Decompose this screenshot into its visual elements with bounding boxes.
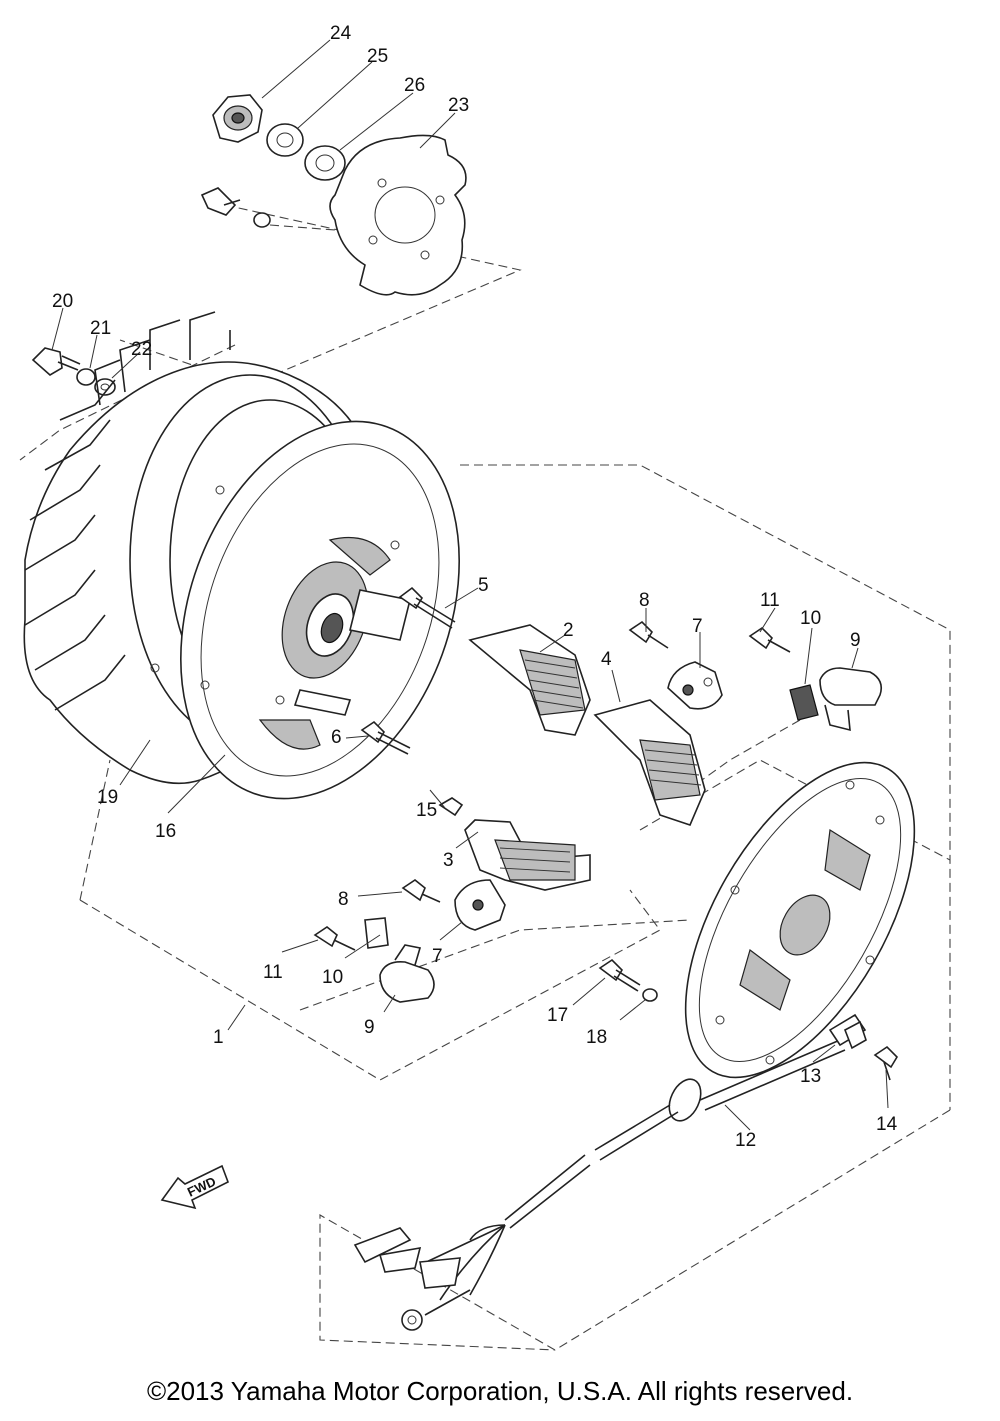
part-label: 24 (330, 23, 352, 44)
coil-4 (593, 699, 706, 826)
coil-3 (464, 819, 591, 891)
fwd-direction-arrow: FWD (160, 1164, 230, 1210)
copyright-notice: ©2013 Yamaha Motor Corporation, U.S.A. A… (146, 1376, 854, 1406)
cable-harness (353, 1013, 899, 1331)
part-label: 10 (322, 967, 343, 988)
part-label: 9 (850, 630, 861, 651)
breaker-upper (628, 620, 723, 710)
screws-17-18 (598, 958, 658, 1002)
part-label: 5 (478, 575, 489, 596)
leader-lines (51, 39, 889, 1131)
part-label: 6 (331, 727, 342, 748)
part-label: 2 (563, 620, 574, 641)
part-label: 14 (876, 1114, 898, 1135)
part-label: 19 (97, 787, 118, 808)
upper-plate-group (200, 94, 467, 296)
part-label: 8 (338, 889, 349, 910)
part-label: 9 (364, 1017, 375, 1038)
part-label: 25 (367, 46, 388, 67)
bolt-washer-group-left (31, 347, 116, 396)
part-label: 11 (760, 590, 780, 611)
base-plate (684, 761, 916, 1079)
screws-5-6 (360, 586, 456, 755)
part-label: 4 (601, 649, 612, 670)
part-label: 16 (155, 821, 176, 842)
part-label: 26 (404, 75, 425, 96)
part-label: 11 (263, 962, 283, 983)
coil-2 (468, 624, 591, 736)
part-label: 18 (586, 1027, 607, 1048)
part-label: 20 (52, 291, 73, 312)
part-label: 8 (639, 590, 650, 611)
part-label: 7 (692, 616, 703, 637)
part-label: 10 (800, 608, 821, 629)
part-label: 1 (213, 1027, 224, 1048)
part-label: 3 (443, 850, 454, 871)
part-label: 17 (547, 1005, 568, 1026)
part-label: 22 (131, 339, 152, 360)
part-number-labels: 1 2 3 4 5 6 7 7 8 8 9 9 10 10 11 11 12 1… (52, 23, 898, 1151)
condenser-upper (748, 626, 883, 732)
part-label: 23 (448, 95, 469, 116)
part-label: 15 (416, 800, 437, 821)
part-label: 21 (90, 318, 111, 339)
part-label: 13 (800, 1066, 821, 1087)
stator-plate (150, 420, 460, 800)
part-label: 7 (432, 946, 443, 967)
part-label: 12 (735, 1130, 756, 1151)
